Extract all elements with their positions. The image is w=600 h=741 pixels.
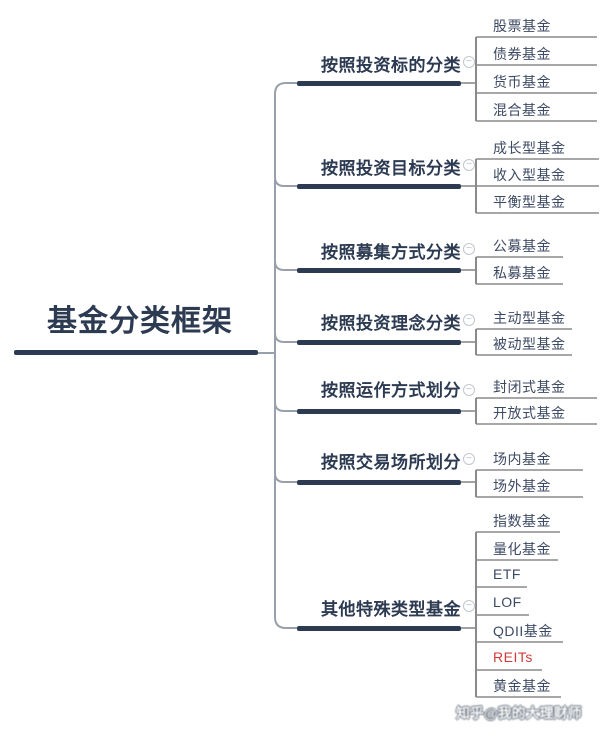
zhihu-watermark: 知乎@我的大理财师 [456,705,582,721]
branch-other-special[interactable]: 其他特殊类型基金 [321,600,461,619]
leaf-bond-fund[interactable]: 债券基金 [493,46,551,62]
leaf-stock-fund[interactable]: 股票基金 [493,18,551,34]
leaf-private-fund[interactable]: 私募基金 [493,265,551,281]
collapse-toggle-icon[interactable]: − [463,600,475,612]
branch-underline [297,409,461,414]
leaf-active-fund[interactable]: 主动型基金 [493,310,566,326]
leaf-lof[interactable]: LOF [493,594,522,610]
branch-underline [297,340,461,345]
leaf-index-fund[interactable]: 指数基金 [493,513,551,529]
leaf-qdii-fund[interactable]: QDII基金 [493,623,553,639]
leaf-passive-fund[interactable]: 被动型基金 [493,336,566,352]
collapse-toggle-icon[interactable]: − [463,56,475,68]
collapse-toggle-icon[interactable]: − [463,314,475,326]
leaf-onmarket-fund[interactable]: 场内基金 [493,451,551,467]
leaf-balanced-fund[interactable]: 平衡型基金 [493,194,566,210]
leaf-public-fund[interactable]: 公募基金 [493,238,551,254]
collapse-toggle-icon[interactable]: − [463,159,475,171]
leaf-closed-fund[interactable]: 封闭式基金 [493,379,566,395]
branch-trading-venue[interactable]: 按照交易场所划分 [321,453,461,472]
branch-underline [297,81,461,86]
branch-underline [297,268,461,273]
branch-invest-philosophy[interactable]: 按照投资理念分类 [321,314,461,333]
leaf-income-fund[interactable]: 收入型基金 [493,167,566,183]
branch-underline [297,184,461,189]
branch-operation-mode[interactable]: 按照运作方式划分 [321,381,461,400]
leaf-money-fund[interactable]: 货币基金 [493,74,551,90]
branch-raise-method[interactable]: 按照募集方式分类 [321,243,461,262]
branch-invest-target[interactable]: 按照投资标的分类 [321,56,461,75]
branch-underline [297,480,461,485]
branch-underline [297,626,461,631]
leaf-quant-fund[interactable]: 量化基金 [493,541,551,557]
root-node-underline [14,350,258,355]
leaf-hybrid-fund[interactable]: 混合基金 [493,102,551,118]
branch-invest-goal[interactable]: 按照投资目标分类 [321,159,461,178]
collapse-toggle-icon[interactable]: − [463,453,475,465]
leaf-open-fund[interactable]: 开放式基金 [493,405,566,421]
leaf-offmarket-fund[interactable]: 场外基金 [493,478,551,494]
collapse-toggle-icon[interactable]: − [463,384,475,396]
leaf-gold-fund[interactable]: 黄金基金 [493,678,551,694]
root-node-label[interactable]: 基金分类框架 [47,305,233,338]
leaf-reits[interactable]: REITs [493,649,533,665]
leaf-etf[interactable]: ETF [493,566,521,582]
collapse-toggle-icon[interactable]: − [463,243,475,255]
leaf-growth-fund[interactable]: 成长型基金 [493,140,566,156]
